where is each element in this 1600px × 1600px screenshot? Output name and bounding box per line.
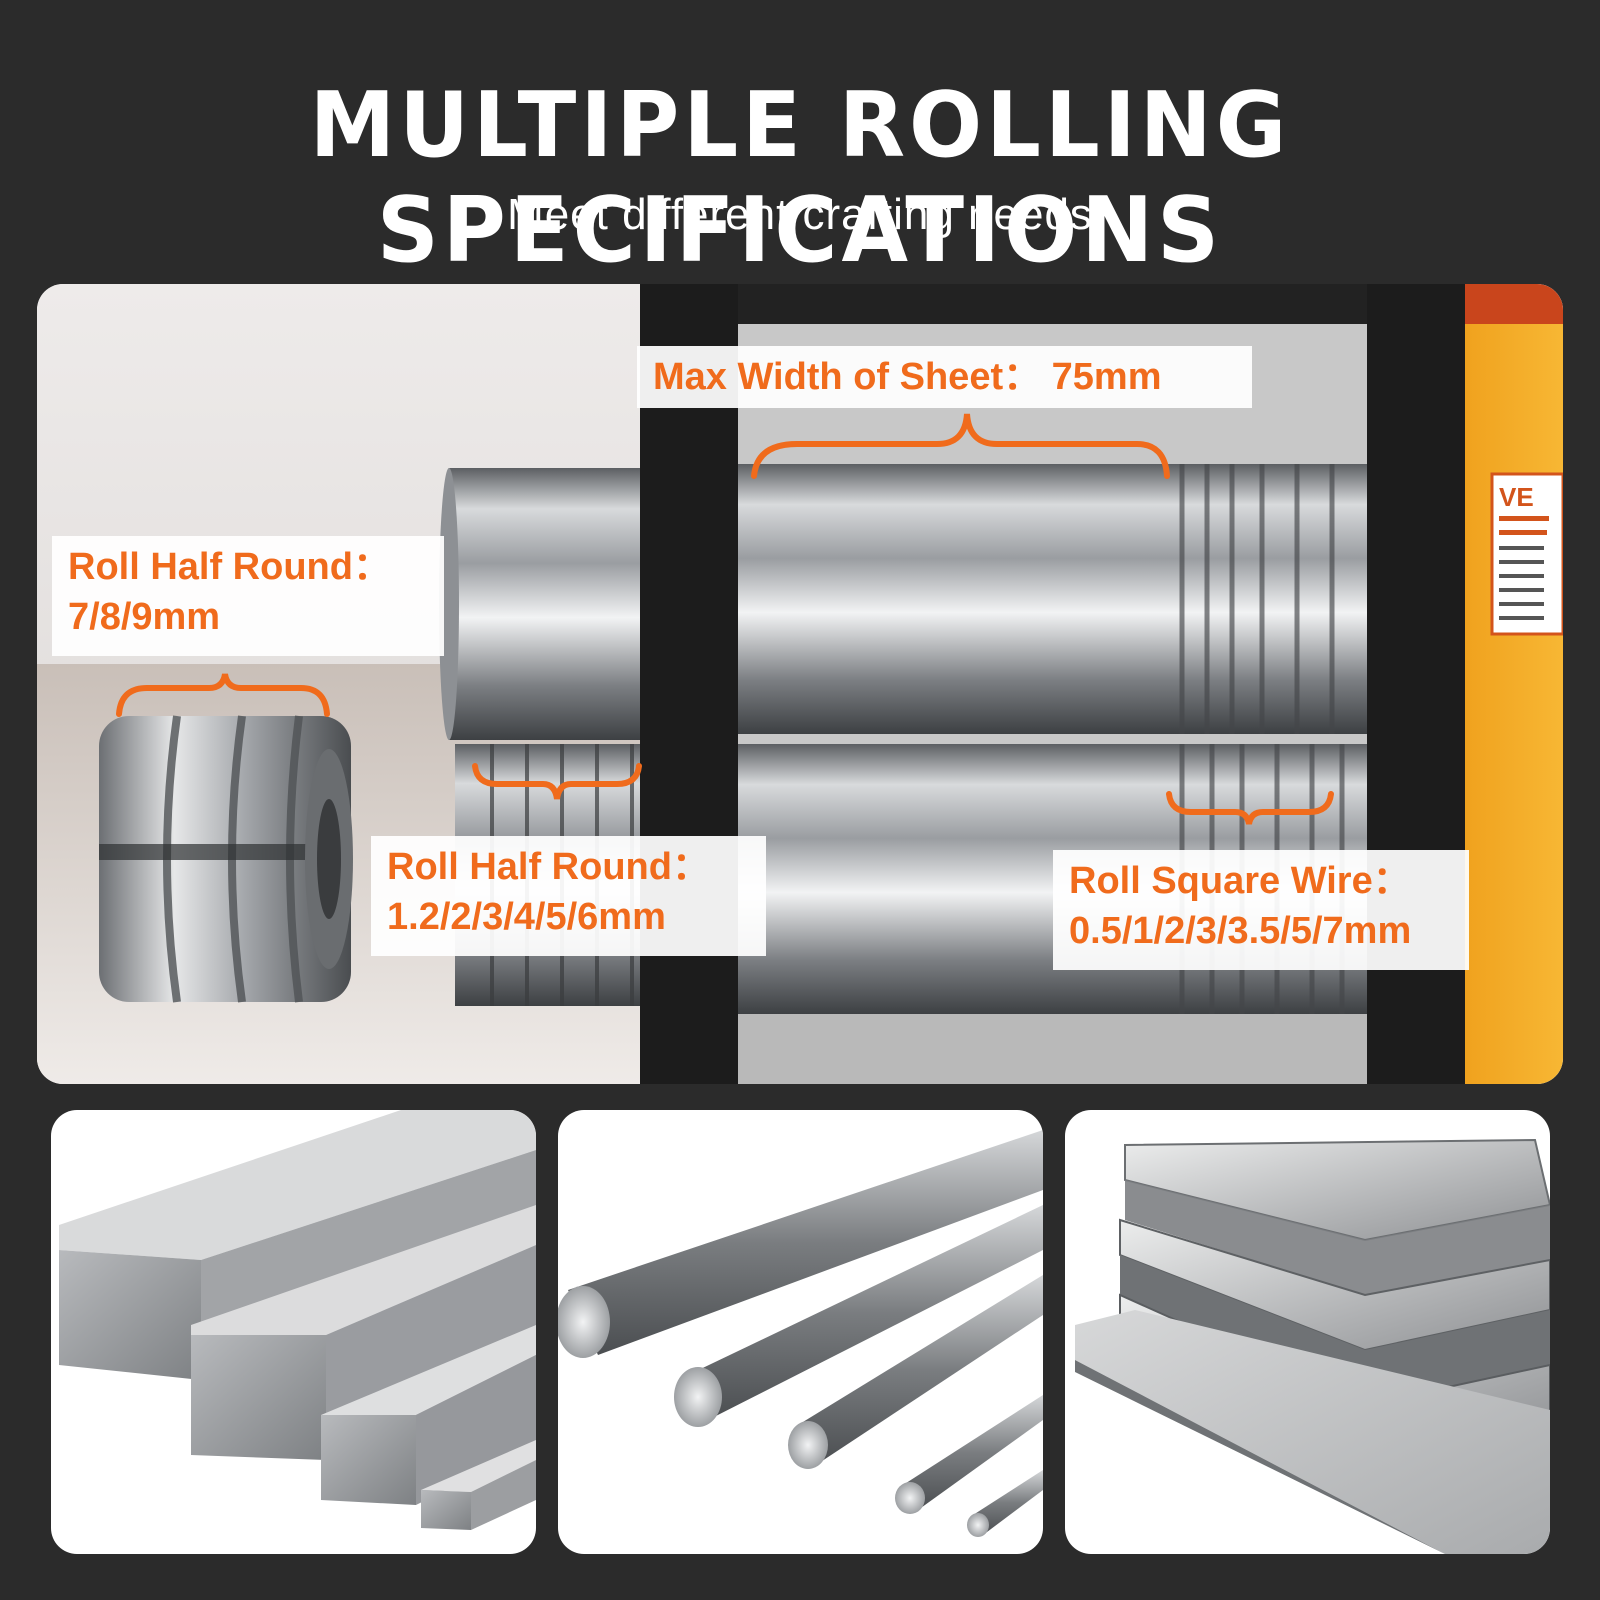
brace-square-grooves <box>1166 791 1334 825</box>
half-round-large-label: Roll Half Round： 7/8/9mm <box>52 536 444 656</box>
brace-small-grooves <box>472 763 642 800</box>
round-rod-stock-icon <box>558 1130 1043 1537</box>
square-wire-sizes: 0.5/1/2/3/3.5/5/7mm <box>1069 910 1412 952</box>
sheet-stack-icon <box>1075 1138 1550 1554</box>
panel-round-rods <box>558 1110 1043 1554</box>
half-round-roller-image <box>99 715 353 1003</box>
panel-metal-sheets <box>1065 1110 1550 1554</box>
half-round-large-title: Roll Half Round： <box>68 546 391 588</box>
brace-left-roller <box>116 673 330 717</box>
square-wire-label: Roll Square Wire： 0.5/1/2/3/3.5/5/7mm <box>1053 850 1469 970</box>
max-width-label: Max Width of Sheet： 75mm <box>637 346 1252 408</box>
page-subtitle: Meet different crafting needs <box>507 190 1093 239</box>
page-title: MULTIPLE ROLLING SPECIFICATIONS <box>309 73 1291 283</box>
brace-top <box>751 413 1170 479</box>
hero-product-image: VE <box>37 284 1563 1084</box>
half-round-small-sizes: 1.2/2/3/4/5/6mm <box>387 896 666 938</box>
panel-square-bars <box>51 1110 536 1554</box>
brand-tag-text: VE <box>1499 482 1534 512</box>
half-round-large-sizes: 7/8/9mm <box>68 596 221 638</box>
square-bar-stock-icon <box>59 1110 536 1530</box>
half-round-small-title: Roll Half Round： <box>387 846 710 888</box>
half-round-small-label: Roll Half Round： 1.2/2/3/4/5/6mm <box>371 836 766 956</box>
square-wire-title: Roll Square Wire： <box>1069 860 1411 902</box>
